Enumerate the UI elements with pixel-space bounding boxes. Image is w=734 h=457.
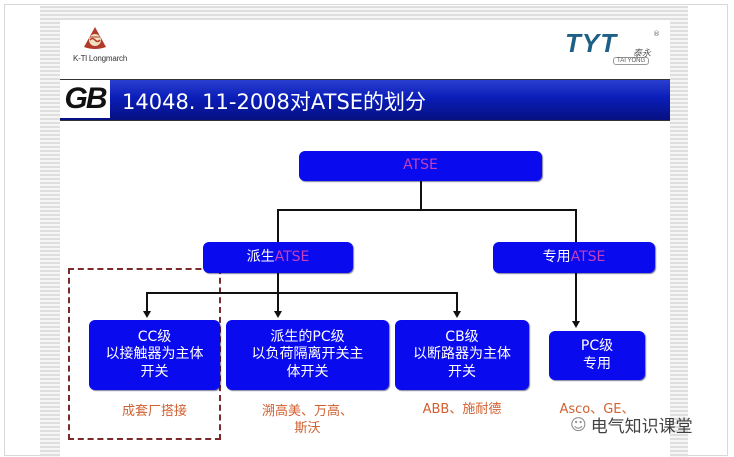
node-dedicated-prefix: 专用: [542, 248, 571, 265]
vendor-line: ABB、施耐德: [422, 402, 502, 417]
node-line: 派生的PC级: [270, 328, 345, 345]
node-dedicated-suffix: ATSE: [570, 248, 606, 265]
vendor-pc-dedicated: Asco、GE、: [549, 402, 645, 419]
node-cb-class: CB级 以断路器为主体 开关: [395, 320, 529, 390]
connector-to-derived: [277, 209, 279, 242]
connector-to-derived-pc: [277, 292, 279, 312]
node-derived-atse-label: 派生ATSE: [247, 249, 310, 267]
node-derived-suffix: ATSE: [274, 248, 310, 265]
vendor-line: Asco、GE、: [559, 402, 635, 417]
arrow-to-derived-pc-icon: [274, 311, 282, 318]
taiyong-cn: 泰永: [633, 49, 652, 59]
node-atse-root-label: ATSE: [403, 157, 438, 174]
node-line: 专用: [583, 355, 611, 372]
slide-border-right: [670, 6, 688, 457]
taiyong-logo: TYT ® 泰永 TAI YONG: [565, 28, 675, 70]
page-title: 14048. 11-2008对ATSE的划分: [122, 90, 427, 114]
node-pc-dedicated: PC级 专用: [549, 331, 645, 380]
node-line: 体开关: [286, 363, 329, 380]
vendor-derived-pc: 溯高美、万高、 斯沃: [226, 404, 389, 438]
registered-mark: ®: [653, 30, 660, 38]
connector-root-down: [420, 181, 422, 210]
node-derived-prefix: 派生: [246, 248, 275, 265]
longmarch-triangle-logo-icon: [84, 27, 106, 49]
node-line: 以接触器为主体: [105, 346, 204, 363]
arrow-to-cc-icon: [143, 311, 151, 318]
gb-badge: GB: [60, 80, 110, 118]
gb-badge-text: GB: [64, 82, 108, 115]
connector-dedicated-down: [575, 273, 577, 322]
node-line: 开关: [140, 363, 169, 380]
vendor-line: 成套厂搭接: [121, 404, 187, 419]
node-derived-pc-class: 派生的PC级 以负荷隔离开关主 体开关: [226, 320, 389, 390]
slide-border-top: [40, 6, 688, 20]
vendor-line: 斯沃: [294, 420, 321, 436]
taiyong-en: TAI YONG: [613, 57, 650, 65]
vendor-cb: ABB、施耐德: [395, 402, 529, 419]
watermark: ☺ 电气知识课堂: [570, 412, 693, 437]
vendor-line: 溯高美、万高、: [261, 404, 353, 419]
slide-border-left: [40, 6, 60, 457]
connector-level1-horizontal: [277, 209, 576, 211]
connector-to-cc: [146, 292, 148, 312]
node-line: PC级: [580, 338, 614, 354]
arrow-to-pc-dedicated-icon: [572, 321, 580, 328]
arrow-to-cb-icon: [453, 311, 461, 318]
node-atse-root: ATSE: [299, 151, 542, 181]
wechat-icon: ☺: [570, 415, 587, 434]
node-line: 开关: [448, 363, 476, 380]
node-derived-atse: 派生ATSE: [203, 242, 353, 273]
connector-level2-horizontal: [146, 292, 458, 294]
node-line: 以负荷隔离开关主: [251, 346, 364, 363]
connector-to-dedicated: [575, 209, 577, 242]
watermark-text: 电气知识课堂: [590, 417, 693, 437]
node-line: CC级: [137, 328, 172, 345]
node-dedicated-atse: 专用ATSE: [493, 242, 655, 273]
connector-to-cb: [456, 292, 458, 312]
node-line: 以断路器为主体: [413, 346, 511, 363]
longmarch-logo: K-Tl Longmarch: [73, 26, 133, 72]
vendor-cc: 成套厂搭接: [89, 404, 220, 421]
node-dedicated-atse-label: 专用ATSE: [543, 249, 606, 267]
title-bar: [60, 79, 670, 121]
node-line: CB级: [445, 328, 479, 345]
connector-derived-down: [277, 273, 279, 293]
longmarch-brand-text: K-Tl Longmarch: [73, 54, 128, 63]
node-cc-class: CC级 以接触器为主体 开关: [89, 320, 220, 390]
cc-highlight-outline: [68, 268, 221, 440]
tyt-mark: TYT: [565, 28, 618, 58]
